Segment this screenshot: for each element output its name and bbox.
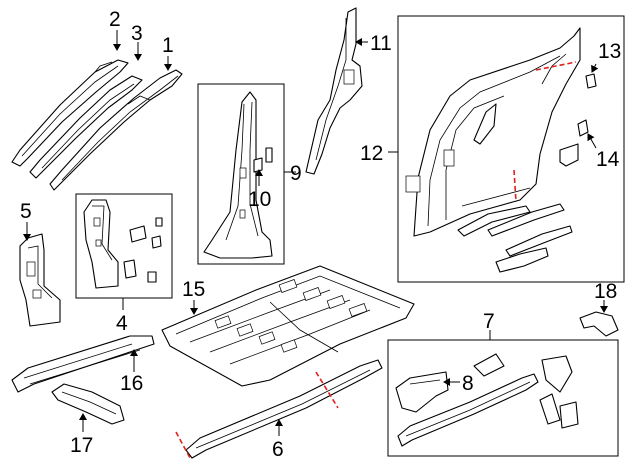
part-3-roof-rail-inner[interactable] — [29, 75, 143, 179]
part-8-rocker-bracket[interactable] — [395, 371, 449, 413]
callout-17: 17 — [70, 434, 93, 457]
part-4-group-box — [75, 193, 173, 299]
part-12-body-side-inner[interactable] — [405, 27, 581, 237]
cut-line — [513, 169, 517, 203]
part-1-roof-rail-reinforcement[interactable] — [49, 69, 183, 191]
callout-9: 9 — [290, 162, 302, 185]
callout-12: 12 — [360, 142, 383, 165]
part-7-group-box — [387, 339, 619, 457]
part-18-bracket[interactable] — [579, 311, 619, 337]
part-17-floor-channel[interactable] — [51, 383, 125, 425]
part-7-rocker-inner[interactable] — [397, 353, 579, 447]
part-2-roof-rail-outer[interactable] — [11, 59, 129, 167]
part-12-group-box — [397, 15, 625, 283]
cut-line — [535, 61, 577, 71]
part-11-upper-pillar[interactable] — [305, 7, 363, 175]
callout-5: 5 — [20, 200, 32, 223]
callout-11: 11 — [370, 32, 392, 55]
part-5-pillar-panel[interactable] — [19, 233, 61, 327]
callout-2: 2 — [109, 8, 121, 31]
callout-15: 15 — [182, 278, 205, 301]
callout-7: 7 — [483, 310, 495, 333]
callout-3: 3 — [131, 22, 143, 45]
callout-1: 1 — [162, 34, 174, 57]
callout-16: 16 — [120, 372, 143, 395]
cut-line — [315, 371, 339, 409]
part-13-bracket[interactable] — [585, 73, 597, 89]
part-16-sill-reinforcement[interactable] — [11, 335, 155, 393]
callout-6: 6 — [272, 438, 284, 461]
part-14-bracket[interactable] — [577, 119, 589, 137]
part-9-group-box — [197, 83, 285, 265]
part-6-rocker-panel[interactable] — [185, 359, 383, 459]
callout-8: 8 — [462, 372, 474, 395]
callout-18: 18 — [594, 280, 617, 303]
part-9-b-pillar[interactable] — [203, 91, 273, 259]
cut-line — [175, 431, 191, 459]
callout-14: 14 — [596, 148, 620, 171]
callout-10: 10 — [248, 188, 271, 211]
callout-4: 4 — [116, 312, 128, 335]
part-15-floor-pan[interactable] — [161, 265, 415, 387]
part-12-sill-pieces[interactable] — [457, 143, 579, 273]
part-4-center-pillar[interactable] — [83, 199, 163, 289]
callout-13: 13 — [598, 40, 621, 63]
part-10-bracket[interactable] — [253, 147, 273, 173]
